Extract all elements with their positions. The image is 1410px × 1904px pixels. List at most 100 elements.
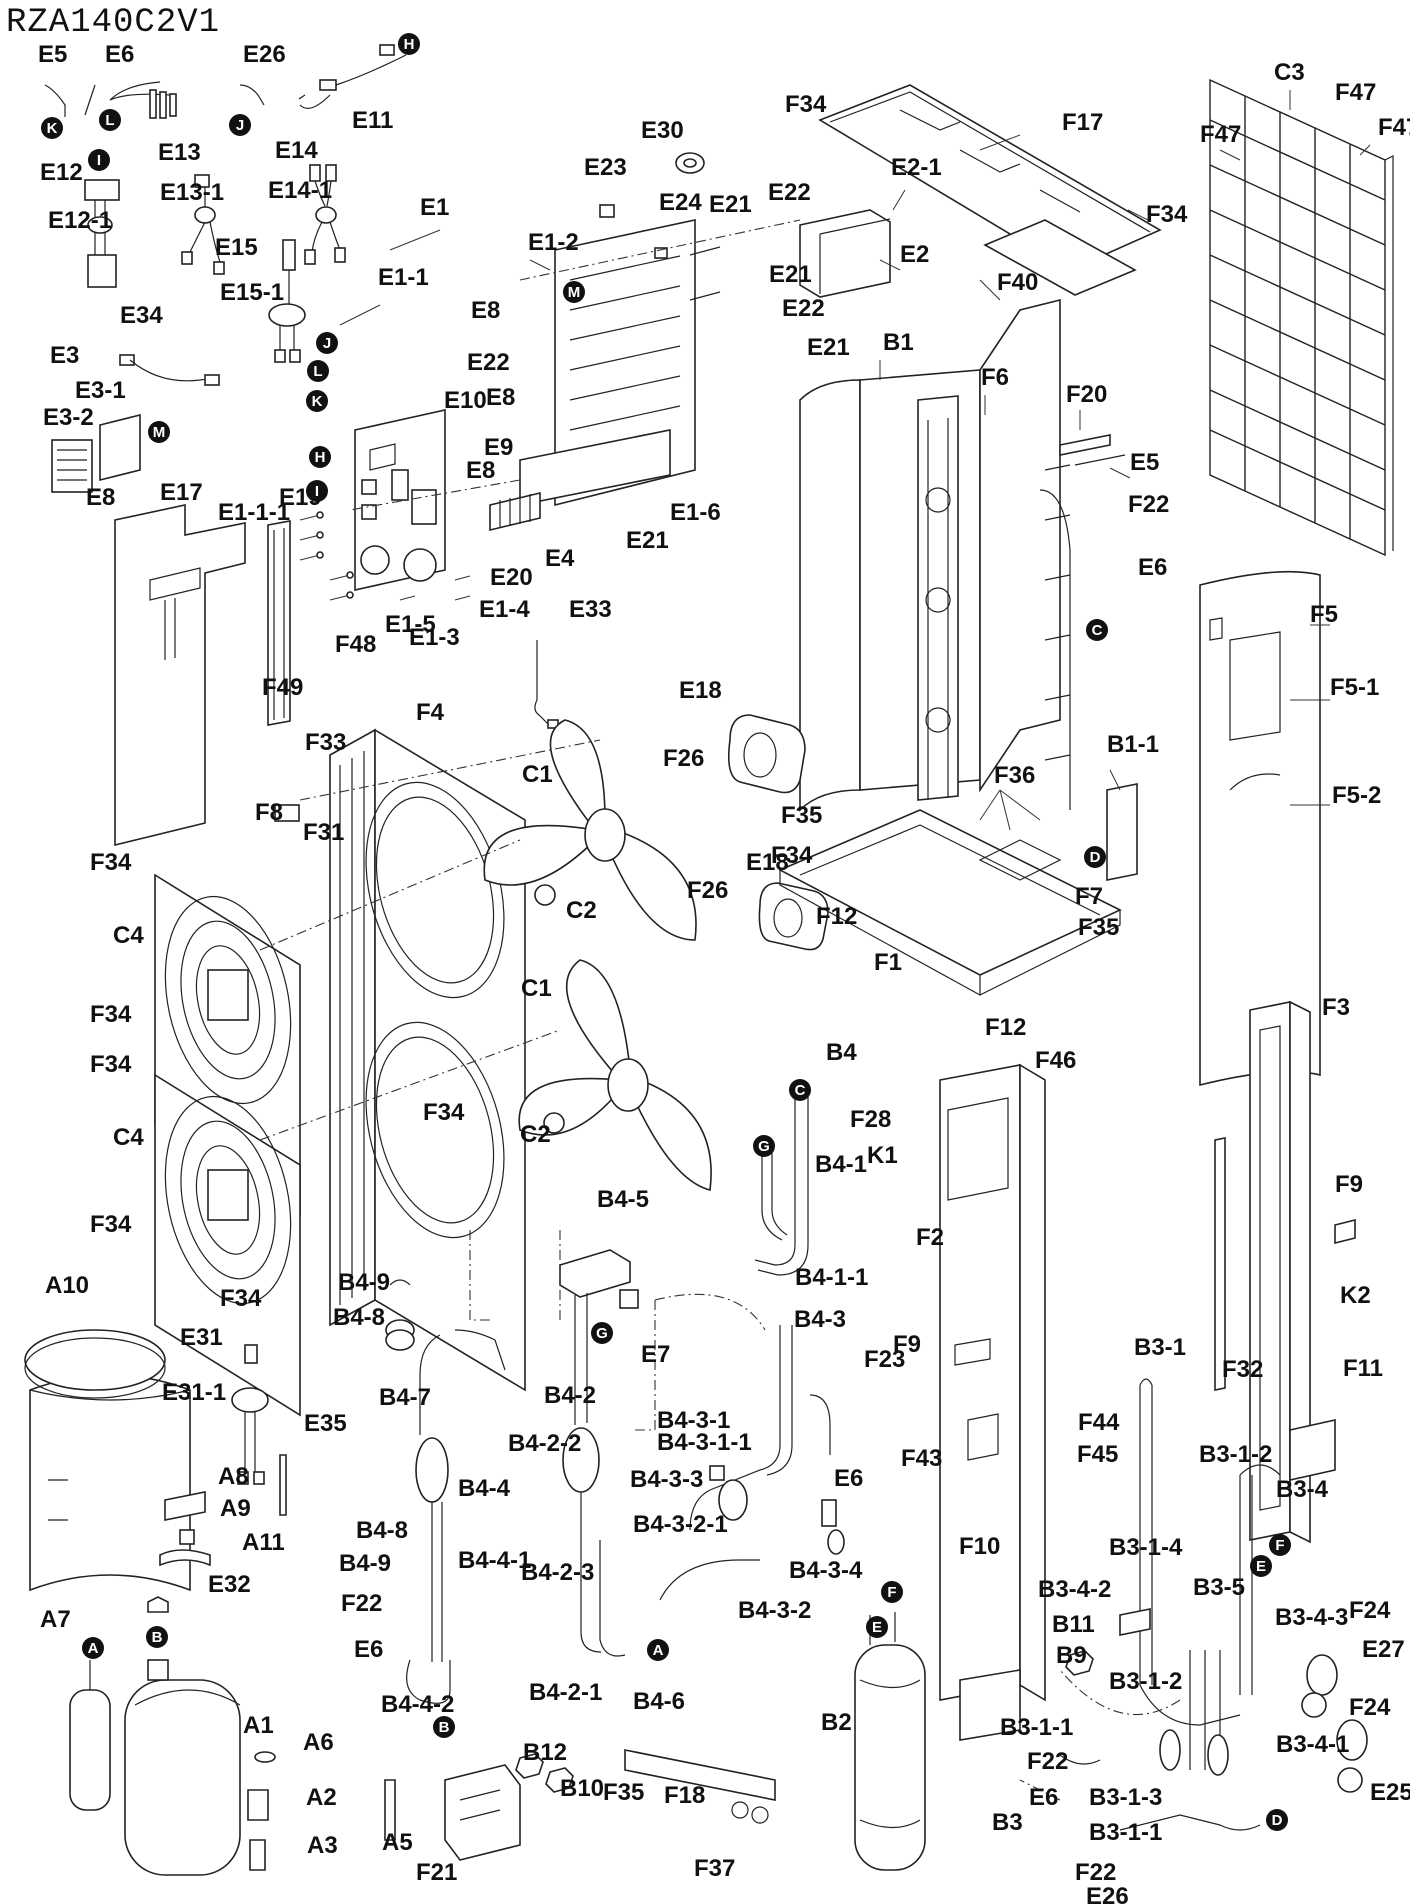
connector-marker: K [41,117,63,139]
connector-marker: A [647,1639,669,1661]
harness-e26 [239,84,265,106]
part-label: B4-8 [333,1304,385,1331]
part-label: B3-4-1 [1276,1731,1349,1758]
part-label: F9 [893,1331,921,1358]
part-label: E21 [807,334,850,361]
svg-text:H: H [315,449,326,466]
part-label: E14-1 [268,177,332,204]
part-label: E11 [352,107,393,134]
part-label: E26 [243,41,286,68]
svg-text:G: G [596,1325,608,1342]
connector-marker: K [306,390,328,412]
part-label: E23 [584,154,627,181]
part-label: B4-9 [339,1550,391,1577]
connector-marker: A [82,1637,104,1659]
part-label: A7 [40,1606,71,1633]
part-label: E35 [304,1410,347,1437]
part-label: E3 [50,342,79,369]
bottom-frame-f1 [778,809,1122,997]
coil-b4-8 [385,1319,415,1351]
part-label: E2 [900,241,929,268]
svg-text:E: E [1256,1558,1266,1575]
cap-b10 [545,1767,574,1793]
part-label: C4 [113,922,144,949]
bracket-f48 [267,520,291,726]
part-label: F34 [90,849,132,876]
part-label: B4-3-1-1 [657,1429,752,1456]
svg-text:J: J [236,117,244,134]
part-label: F9 [1335,1171,1363,1198]
cap-b9 [1065,1650,1094,1676]
part-label: F34 [1146,201,1188,228]
harness-e13 [181,174,225,275]
svg-text:G: G [758,1138,770,1155]
part-label: B4-3-2-1 [633,1511,728,1538]
part-e23 [599,204,615,218]
part-label: F4 [416,699,445,726]
part-label: F17 [1062,109,1103,136]
fan-guard-c4-lower [154,1073,301,1417]
part-label: F5-1 [1330,674,1379,701]
part-e24 [654,247,668,259]
right-panel-f3 [1249,1000,1311,1544]
part-label: B4-9 [338,1269,390,1296]
part-label: F40 [997,269,1038,296]
part-label: B3-1-3 [1089,1784,1162,1811]
part-label: E6 [1029,1784,1058,1811]
part-label: F22 [1027,1748,1068,1775]
service-lid-f10 [959,1669,1021,1741]
part-label: A3 [307,1832,338,1859]
stop-valve-plate-f11 [1289,1419,1336,1481]
part-label: E30 [641,117,684,144]
svg-text:F: F [887,1584,896,1601]
part-label: E12 [40,159,83,186]
connector-marker: E [866,1616,888,1638]
svg-text:B: B [152,1629,163,1646]
part-label: F22 [1075,1859,1116,1886]
part-label: A9 [220,1495,251,1522]
part-label: B4-2-1 [529,1679,602,1706]
terminal-block-e3 [51,413,141,493]
part-label: E22 [782,295,825,322]
part-label: B3-1-2 [1199,1441,1272,1468]
part-label: F47 [1335,79,1376,106]
part-label: F35 [781,802,822,829]
part-label: B4-5 [597,1186,649,1213]
part-label: E18 [679,677,722,704]
part-label: F21 [416,1859,457,1886]
part-label: F24 [1349,1597,1391,1624]
part-label: E12-1 [48,207,112,234]
connector-marker: D [1084,846,1106,868]
part-label: B4-7 [379,1384,431,1411]
part-label: B4-4-1 [458,1547,531,1574]
svg-text:M: M [568,284,581,301]
part-label: B4-1 [815,1151,867,1178]
part-label: B1-1 [1107,731,1159,758]
part-label: A6 [303,1729,334,1756]
pipe-b4-7-b4-4 [406,1329,506,1704]
part-label: E1-6 [670,499,721,526]
part-label: C1 [521,975,552,1002]
insulation-sheet-e17 [114,504,246,847]
part-label: F46 [1035,1047,1076,1074]
part-label: E27 [1362,1636,1405,1663]
part-label: B3 [992,1809,1023,1836]
part-label: F34 [90,1051,132,1078]
connector-marker: B [146,1626,168,1648]
part-label: B4-8 [356,1517,408,1544]
harness-e31 [231,1344,269,1485]
part-label: F47 [1378,114,1410,141]
part-label: B3-1-1 [1000,1714,1073,1741]
reactor-e2 [799,209,891,298]
part-label: E1-1-1 [218,499,290,526]
part-label: F34 [90,1001,132,1028]
part-label: C2 [520,1121,551,1148]
part-label: B4-1-1 [795,1264,868,1291]
terminal-e4 [489,491,541,532]
part-label: A8 [218,1463,249,1490]
part-label: E1-1 [378,264,429,291]
part-label: E6 [834,1465,863,1492]
part-label: C4 [113,1124,144,1151]
